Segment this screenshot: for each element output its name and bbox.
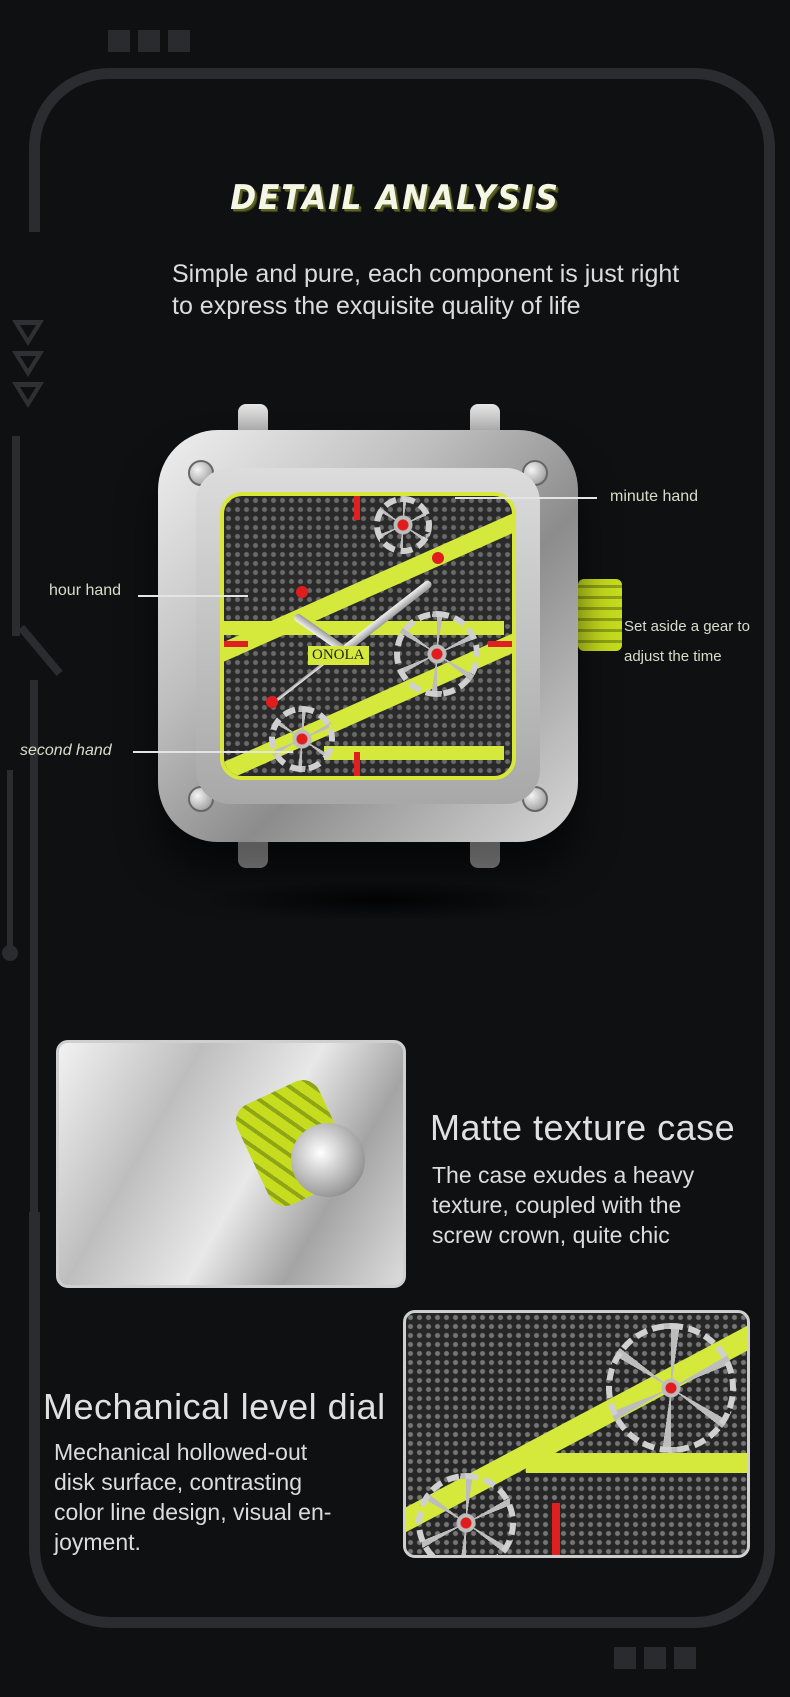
- label-minute-hand: minute hand: [610, 488, 699, 505]
- gear-icon: [269, 706, 335, 772]
- feature-line: joyment.: [54, 1529, 141, 1555]
- gear-icon: [606, 1323, 736, 1453]
- subtitle-line-2: to express the exquisite quality of life: [172, 292, 581, 320]
- hour-marker: [224, 641, 248, 647]
- feature-line: Mechanical hollowed-out: [54, 1439, 308, 1465]
- feature-title-dial: Mechanical level dial: [43, 1386, 386, 1427]
- decor-square: [614, 1647, 636, 1669]
- subtitle: Simple and pure, each component is just …: [172, 258, 752, 322]
- gear-icon: [416, 1473, 516, 1555]
- feature-line: disk surface, contrasting: [54, 1469, 303, 1495]
- label-crown-line-2: adjust the time: [624, 648, 722, 665]
- feature-line: color line design, visual en-: [54, 1499, 332, 1525]
- hand-tip: [266, 696, 278, 708]
- feature-line: screw crown, quite chic: [432, 1222, 670, 1248]
- decor-line: [7, 770, 13, 950]
- dial-bridge: [324, 746, 504, 760]
- watch-dial: ONOLA: [220, 492, 516, 780]
- triangle-icon: [12, 351, 44, 377]
- gear-icon: [374, 496, 432, 554]
- feature-text-dial: Mechanical hollowed-out disk surface, co…: [54, 1437, 331, 1557]
- subtitle-line-1: Simple and pure, each component is just …: [172, 260, 680, 288]
- label-hour-hand: hour hand: [49, 582, 122, 599]
- decor-square: [138, 30, 160, 52]
- decor-line: [30, 680, 38, 1220]
- triangle-icon: [12, 382, 44, 408]
- dial-detail-photo: [403, 1310, 750, 1558]
- feature-text-case: The case exudes a heavy texture, coupled…: [432, 1160, 694, 1250]
- minute-hand-leader: [455, 497, 597, 499]
- hour-marker: [488, 641, 512, 647]
- decor-square: [168, 30, 190, 52]
- second-hand-leader: [133, 751, 293, 753]
- gear-icon: [394, 611, 480, 697]
- feature-line: texture, coupled with the: [432, 1192, 682, 1218]
- hour-marker: [552, 1503, 560, 1555]
- decor-line: [12, 436, 20, 636]
- label-crown-line-1: Set aside a gear to: [624, 618, 750, 635]
- watch-shadow: [200, 880, 560, 920]
- hour-marker: [354, 752, 360, 776]
- watch-case: ONOLA: [158, 430, 578, 842]
- crown-cap: [291, 1123, 365, 1197]
- case-detail-photo: [56, 1040, 406, 1288]
- dial-bridge: [526, 1453, 747, 1473]
- hand-tip: [296, 586, 308, 598]
- hand-tip: [432, 552, 444, 564]
- screw-icon: [522, 786, 548, 812]
- page-title: DETAIL ANALYSIS: [230, 178, 560, 218]
- feature-line: The case exudes a heavy: [432, 1162, 695, 1188]
- decor-square: [644, 1647, 666, 1669]
- label-second-hand: second hand: [20, 742, 112, 759]
- watch-crown: [578, 579, 622, 651]
- decor-dot: [2, 945, 18, 961]
- decor-square: [108, 30, 130, 52]
- decor-square: [674, 1647, 696, 1669]
- watch-image: ONOLA: [158, 404, 622, 868]
- feature-title-case: Matte texture case: [430, 1107, 736, 1148]
- triangle-icon: [12, 320, 44, 346]
- hour-marker: [354, 496, 360, 520]
- hour-hand-leader: [138, 595, 248, 597]
- brand-logo: ONOLA: [308, 646, 369, 665]
